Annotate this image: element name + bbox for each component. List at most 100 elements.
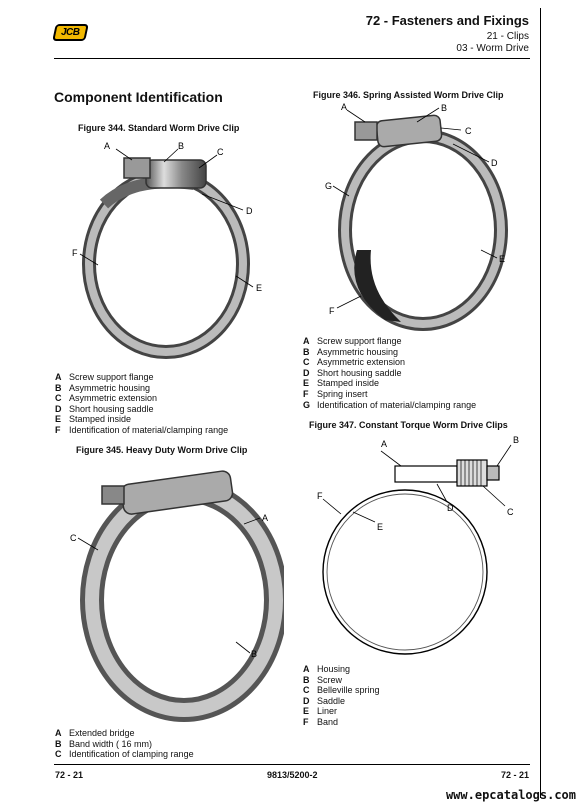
section-title-header: 21 - Clips [486,31,529,42]
figure-346-illustration: A B C D E F G [325,102,508,331]
spring-insert [354,250,401,322]
leader-a [380,450,402,467]
footer-page-left: 72 - 21 [55,770,84,780]
figure-346-caption: Figure 346. Spring Assisted Worm Drive C… [313,90,504,100]
header-divider [54,58,530,59]
leader-d [201,193,244,211]
leader-b [235,641,251,654]
leader-b [163,148,179,163]
screw-head [123,157,151,179]
figure-344-caption: Figure 344. Standard Worm Drive Clip [78,123,240,133]
leader-f [79,253,99,266]
callout-c: C [70,533,77,543]
housing [394,465,458,483]
screw-head [486,465,500,481]
callout-g: G [325,181,332,191]
subsection-title-header: 03 - Worm Drive [456,43,529,54]
callout-d: D [447,503,454,513]
worm-housing [145,159,207,189]
callout-a: A [381,439,387,449]
callout-f: F [329,306,335,316]
belleville-spring [456,459,488,487]
callout-c: C [465,126,472,136]
figure-347-caption: Figure 347. Constant Torque Worm Drive C… [309,420,508,430]
clip-band-highlight [85,483,283,717]
leader-f [322,498,342,515]
callout-e: E [499,254,505,264]
leader-d [452,143,490,163]
watermark-url: www.epcatalogs.com [445,788,576,802]
callout-c: C [217,147,224,157]
callout-b: B [178,141,184,151]
leader-a [115,148,133,161]
leader-f [336,295,362,309]
leader-a [346,109,366,123]
figure-345-caption: Figure 345. Heavy Duty Worm Drive Clip [76,445,248,455]
leader-c [440,127,462,131]
figure-345-illustration: A B C [70,470,284,722]
band-outer [322,489,488,655]
callout-f: F [317,491,323,501]
leader-e [352,511,376,523]
callout-f: F [72,248,78,258]
leader-a [243,517,261,525]
jcb-logo: JCB [52,24,89,41]
figure-344-illustration: A B C D E F [72,141,262,359]
screw-head [354,121,378,141]
callout-c: C [507,507,514,517]
callout-b: B [441,103,447,113]
callout-d: D [491,158,498,168]
footer-doc-number: 9813/5200-2 [267,770,318,780]
chapter-title: 72 - Fasteners and Fixings [365,13,529,28]
callout-a: A [104,141,110,151]
callout-a: A [262,513,268,523]
leader-c [198,154,218,169]
callout-b: B [513,435,519,445]
callout-d: D [246,206,253,216]
figure-347-illustration: A B C D E F [317,435,519,655]
leader-e [235,275,254,288]
page-title: Component Identification [54,89,223,105]
leader-c [482,485,506,507]
leader-b [496,444,512,467]
leader-e [480,249,498,259]
leader-c [77,537,99,551]
leader-b [416,107,440,123]
leader-g [332,185,350,197]
page-margin-line [540,8,541,798]
footer-page-right: 72 - 21 [500,770,529,780]
callout-b: B [251,649,257,659]
callout-a: A [341,102,347,112]
callout-e: E [377,522,383,532]
callout-e: E [256,283,262,293]
band-liner [326,493,484,651]
leader-d [436,483,448,503]
footer-divider [54,764,530,765]
